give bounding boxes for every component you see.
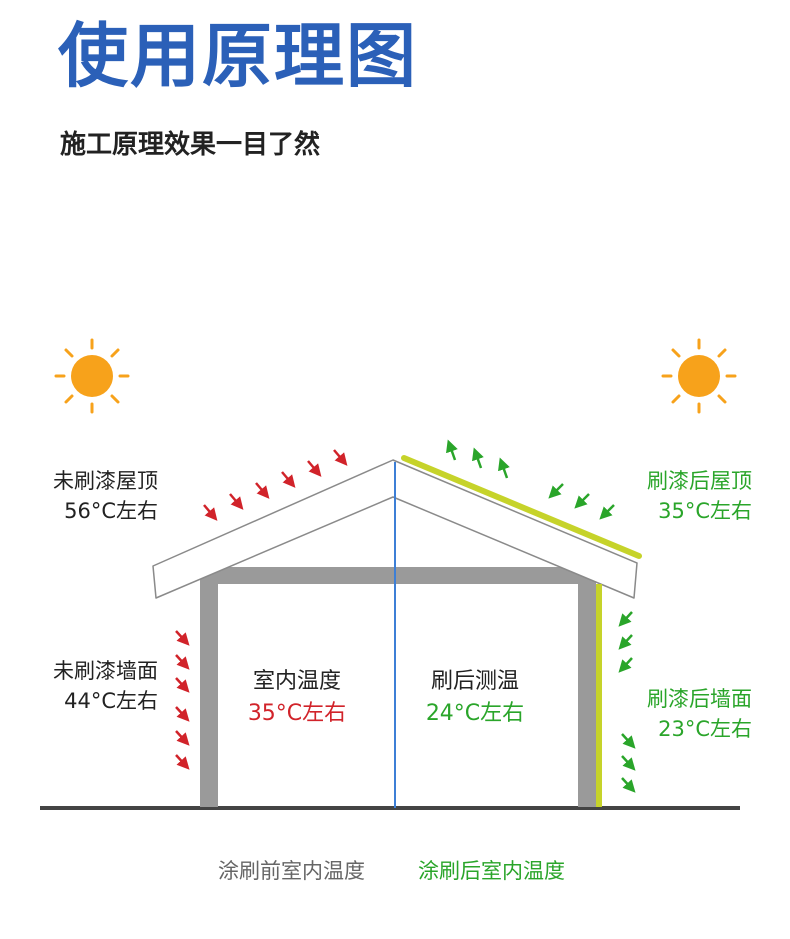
page-subtitle: 施工原理效果一目了然 [60, 130, 321, 160]
left-wall-title: 未刷漆墙面 [53, 659, 158, 683]
room-right-temp: 24°C左右 [425, 701, 525, 726]
right-wall-label: 刷漆后墙面 23°C左右 [622, 684, 752, 744]
left-roof-temp: 56°C左右 [64, 499, 158, 523]
cool-arrow-icon-group-wall [618, 611, 636, 793]
left-wall-temp: 44°C左右 [64, 689, 158, 713]
reflect-arrow-icon-group-up [446, 439, 510, 479]
footer-after: 涂刷后室内温度 [418, 859, 565, 883]
roof-coating [401, 455, 642, 559]
hot-arrow-icon-group-wall [175, 630, 190, 770]
left-wall-label: 未刷漆墙面 44°C左右 [30, 656, 158, 716]
hot-arrow-icon-group-roof [203, 449, 348, 521]
left-roof-label: 未刷漆屋顶 56°C左右 [30, 466, 158, 526]
page-title: 使用原理图 [58, 15, 418, 97]
wall-coating [596, 584, 602, 807]
house-walls [200, 567, 596, 807]
room-right-label: 刷后测温 24°C左右 [400, 666, 550, 730]
left-roof-title: 未刷漆屋顶 [53, 469, 158, 493]
right-roof-title: 刷漆后屋顶 [647, 469, 752, 493]
sun-icon-left [54, 338, 130, 414]
room-right-title: 刷后测温 [430, 669, 519, 694]
right-roof-label: 刷漆后屋顶 35°C左右 [622, 466, 752, 526]
room-left-temp: 35°C左右 [247, 701, 347, 726]
room-left-label: 室内温度 35°C左右 [222, 666, 372, 730]
footer-before: 涂刷前室内温度 [218, 859, 365, 883]
right-wall-temp: 23°C左右 [658, 717, 752, 741]
cool-arrow-icon-group-roof [548, 483, 615, 520]
room-left-title: 室内温度 [252, 669, 341, 694]
right-wall-title: 刷漆后墙面 [647, 687, 752, 711]
right-roof-temp: 35°C左右 [658, 499, 752, 523]
sun-icon-right [661, 338, 737, 414]
